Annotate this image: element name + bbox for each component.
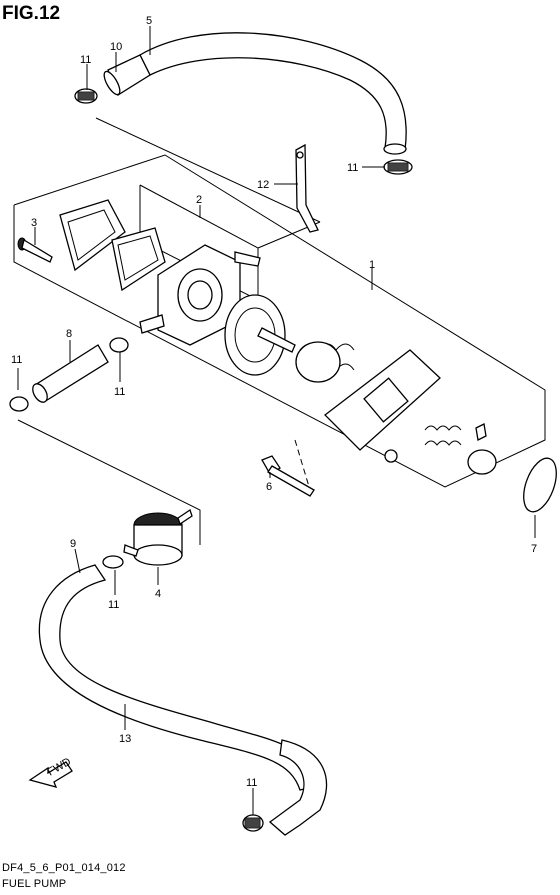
callout-label: 4	[155, 588, 161, 600]
figure-name: FUEL PUMP	[2, 878, 67, 890]
clip-part-11	[383, 159, 413, 175]
gasket-plate	[59, 199, 126, 272]
fuel-filter-part-4	[123, 508, 193, 566]
callout-label: 10	[110, 41, 122, 53]
upper-hose-part-5	[139, 32, 407, 155]
small-spring	[424, 425, 462, 446]
screw-part-3	[17, 237, 53, 263]
callout-label: 11	[246, 777, 257, 789]
figure-title: FIG.12	[2, 3, 61, 24]
o-ring-part-7	[523, 457, 557, 513]
assembly-box-1	[13, 154, 546, 488]
callout-label: 3	[31, 217, 37, 229]
boundary-line	[17, 419, 201, 545]
callout-label: 2	[196, 194, 202, 206]
clip-part-11	[102, 555, 124, 569]
callout-label: 11	[347, 162, 358, 174]
plunger	[467, 423, 497, 475]
spring	[295, 341, 355, 383]
pump-body	[139, 244, 261, 346]
clip-part-11	[109, 337, 129, 353]
diaphragm-plate	[111, 227, 166, 292]
callout-label: 11	[108, 599, 119, 611]
callout-label: 9	[70, 538, 76, 550]
figure-code: DF4_5_6_P01_014_012	[2, 862, 126, 874]
boundary-line	[294, 439, 311, 491]
callout-label: 7	[531, 543, 537, 555]
lower-hose-part-13	[38, 564, 328, 836]
bolt-part-6	[261, 455, 315, 497]
short-hose-part-8	[32, 344, 109, 403]
bracket-part-12	[295, 143, 319, 233]
callout-label: 5	[146, 15, 152, 27]
sleeve-part-10	[103, 54, 151, 96]
diaphragm	[224, 294, 296, 376]
callout-label: 12	[257, 179, 269, 191]
callout-label: 6	[266, 481, 272, 493]
callout-label: 11	[114, 386, 125, 398]
fwd-arrow-icon: FWD	[28, 756, 73, 788]
pump-cover	[324, 349, 441, 463]
callout-numbers: 5 10 11 11 12 2 1 3 8 11 11 6 7 9 4 11 1…	[11, 15, 537, 789]
callout-label: 1	[369, 259, 375, 271]
callout-label: 8	[66, 328, 72, 340]
boundary-line	[95, 117, 321, 223]
callout-label: 11	[80, 54, 91, 66]
clip-part-11	[9, 396, 29, 412]
leader-lines	[17, 26, 536, 815]
callout-label: 13	[119, 733, 131, 745]
clip-part-11	[74, 88, 98, 104]
clip-part-11	[242, 814, 264, 832]
callout-label: 11	[11, 354, 22, 366]
